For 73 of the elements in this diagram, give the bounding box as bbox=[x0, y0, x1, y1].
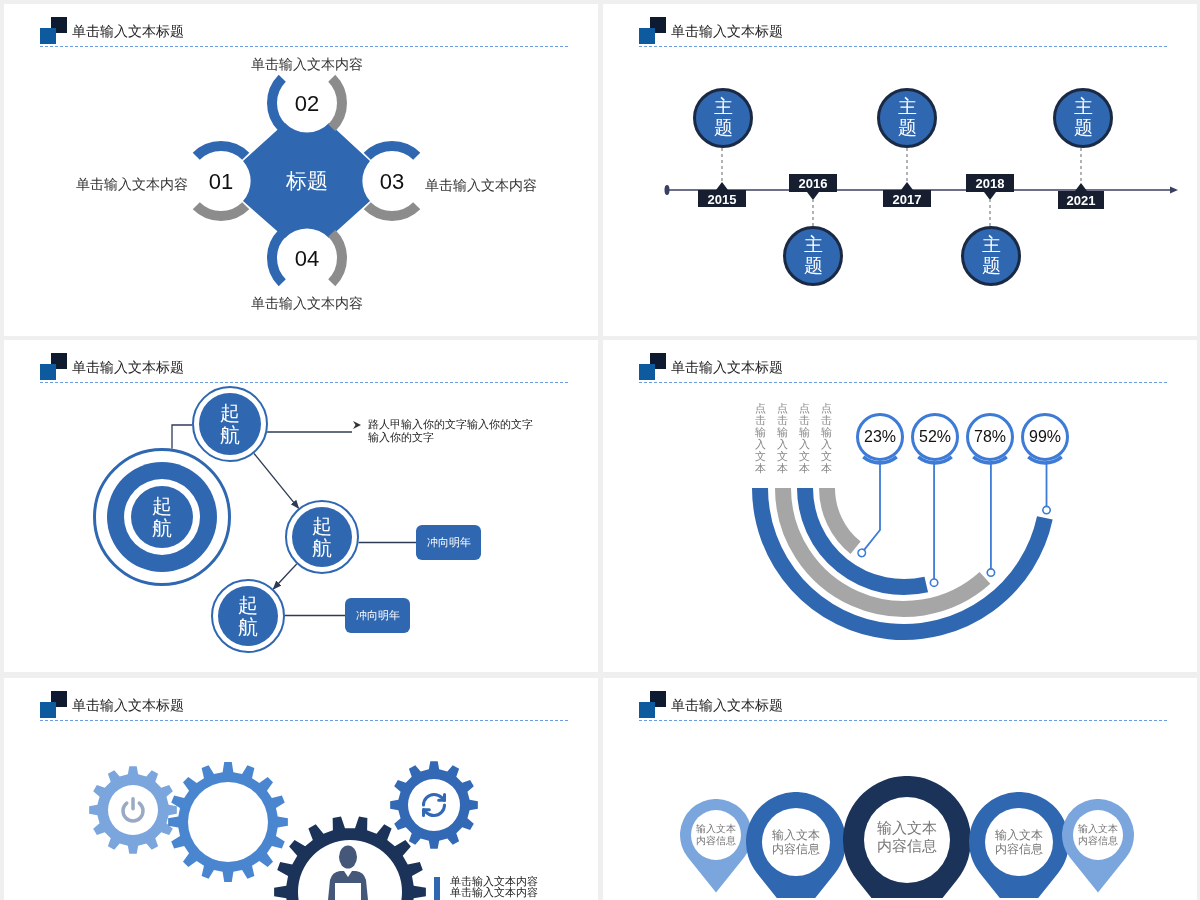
year-tag bbox=[789, 174, 837, 200]
percent-value: 52% bbox=[919, 428, 951, 445]
ring-caption: 单击输入文本内容 bbox=[425, 177, 537, 193]
ring-caption: 单击输入文本内容 bbox=[251, 56, 363, 72]
year-tag bbox=[1058, 183, 1104, 209]
connector-line bbox=[171, 424, 193, 450]
year-label: 2016 bbox=[798, 176, 828, 191]
vertical-label: 点击输入文本 bbox=[799, 402, 810, 475]
callout-box: 冲向明年 bbox=[345, 598, 410, 633]
location-pin bbox=[969, 792, 1069, 898]
connector-line bbox=[989, 199, 991, 227]
topic-label: 主题 bbox=[713, 97, 733, 139]
pin-label: 输入文本内容信息 bbox=[994, 827, 1044, 857]
topic-label: 主题 bbox=[1073, 97, 1093, 139]
connector-line bbox=[1080, 147, 1082, 184]
year-tag bbox=[698, 182, 746, 207]
pin-label: 输入文本内容信息 bbox=[876, 819, 938, 855]
callout-box: 冲向明年 bbox=[416, 525, 481, 560]
slide-title: 单击输入文本标题 bbox=[671, 22, 783, 41]
year-label: 2021 bbox=[1066, 193, 1096, 208]
slide-title: 单击输入文本标题 bbox=[72, 696, 184, 715]
pin-label: 输入文本内容信息 bbox=[1077, 823, 1119, 847]
ring-caption: 单击输入文本内容 bbox=[251, 295, 363, 311]
topic-label: 主题 bbox=[803, 235, 823, 277]
topic-label: 主题 bbox=[981, 235, 1001, 277]
year-tag bbox=[966, 174, 1014, 200]
percent-value: 23% bbox=[864, 428, 896, 445]
year-label: 2017 bbox=[892, 191, 922, 207]
pin-label: 输入文本内容信息 bbox=[771, 827, 821, 857]
arrow bbox=[272, 563, 298, 590]
slide-title: 单击输入文本标题 bbox=[72, 358, 184, 377]
slide-panel bbox=[4, 678, 598, 900]
slide-panel bbox=[603, 678, 1197, 900]
year-label: 2018 bbox=[975, 176, 1005, 191]
connector-line bbox=[906, 147, 908, 183]
bullet-text: 路人甲输入你的文字输入你的文字输入你的文字 bbox=[368, 418, 534, 444]
slide-panel bbox=[4, 340, 598, 672]
year-label: 2015 bbox=[707, 191, 737, 207]
connector-line bbox=[721, 147, 723, 183]
location-pin bbox=[746, 792, 846, 898]
ring-caption: 单击输入文本内容 bbox=[76, 176, 188, 192]
vertical-label: 点击输入文本 bbox=[821, 402, 832, 475]
pin-label: 输入文本内容信息 bbox=[695, 823, 737, 847]
circle-label: 起航 bbox=[238, 594, 258, 638]
ring-number: 02 bbox=[294, 90, 320, 116]
caption-text: 单击输入文本内容 bbox=[450, 876, 538, 887]
slide-title: 单击输入文本标题 bbox=[671, 358, 783, 377]
slide-panel bbox=[603, 4, 1197, 336]
circle-label: 起航 bbox=[220, 402, 240, 446]
ring-number: 01 bbox=[208, 168, 234, 194]
slide-title: 单击输入文本标题 bbox=[671, 696, 783, 715]
title-octagon bbox=[243, 123, 370, 238]
year-tag bbox=[883, 182, 931, 207]
connector-line bbox=[284, 614, 346, 617]
octagon-label: 标题 bbox=[285, 168, 328, 192]
percent-value: 99% bbox=[1029, 428, 1061, 445]
ring-number: 04 bbox=[294, 245, 320, 271]
location-pin bbox=[843, 776, 971, 898]
circle-label: 起航 bbox=[152, 495, 172, 539]
slide-title: 单击输入文本标题 bbox=[72, 22, 184, 41]
connector-line bbox=[812, 199, 814, 227]
vertical-label: 点击输入文本 bbox=[777, 402, 788, 475]
slide-panel bbox=[603, 340, 1197, 672]
ring-number: 03 bbox=[379, 168, 405, 194]
vertical-label: 点击输入文本 bbox=[755, 402, 766, 475]
location-pin bbox=[680, 799, 752, 893]
arrow bbox=[253, 452, 300, 509]
location-pin bbox=[1062, 799, 1134, 893]
caption-text: 单击输入文本内容 bbox=[450, 887, 538, 898]
percent-value: 78% bbox=[974, 428, 1006, 445]
topic-label: 主题 bbox=[897, 97, 917, 139]
circle-label: 起航 bbox=[312, 515, 332, 559]
slide-panel bbox=[4, 4, 598, 336]
